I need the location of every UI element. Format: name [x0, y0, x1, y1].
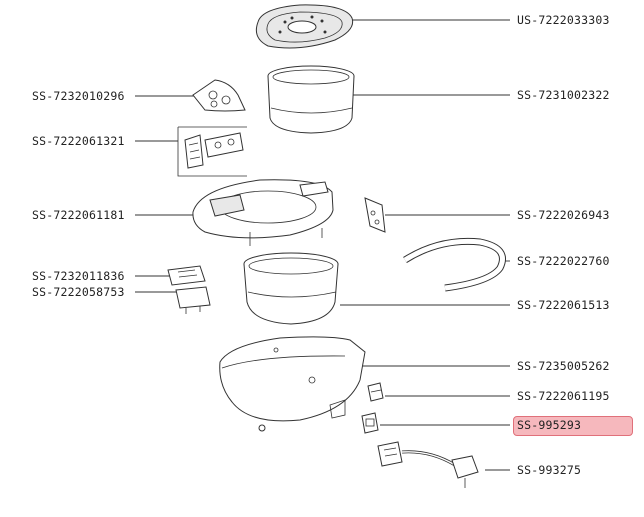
- panel-a-part: [167, 265, 206, 286]
- label-socket[interactable]: SS-995293: [517, 418, 582, 432]
- switch-part: [367, 382, 384, 402]
- label-panel-b[interactable]: SS-7222058753: [32, 285, 125, 299]
- highlight-box: [513, 416, 633, 436]
- gasket-part: [403, 237, 506, 292]
- label-inner-pot[interactable]: SS-7231002322: [517, 88, 610, 102]
- label-switch[interactable]: SS-7222061195: [517, 389, 610, 403]
- socket-part: [361, 412, 379, 434]
- top-frame-part: [192, 179, 334, 246]
- label-hinge-parts[interactable]: SS-7222061321: [32, 134, 125, 148]
- lid-plate-part: [192, 79, 246, 112]
- label-lid-plate[interactable]: SS-7232010296: [32, 89, 125, 103]
- housing-part: [219, 336, 366, 432]
- panel-b-part: [175, 286, 211, 314]
- hinge-parts-part: [177, 126, 247, 177]
- label-panel-a[interactable]: SS-7232011836: [32, 269, 125, 283]
- label-heating-bowl[interactable]: SS-7222061513: [517, 298, 610, 312]
- label-power-cord[interactable]: SS-993275: [517, 463, 582, 477]
- label-housing[interactable]: SS-7235005262: [517, 359, 610, 373]
- label-top-frame[interactable]: SS-7222061181: [32, 208, 125, 222]
- power-cord-part: [377, 441, 479, 488]
- bracket-part: [364, 197, 386, 233]
- label-gasket[interactable]: SS-7222022760: [517, 254, 610, 268]
- label-bracket[interactable]: SS-7222026943: [517, 208, 610, 222]
- inner-pot-part: [267, 65, 355, 134]
- heating-bowl-part: [243, 252, 339, 325]
- label-inner-lid[interactable]: US-7222033303: [517, 13, 610, 27]
- inner-lid-part: [255, 4, 354, 49]
